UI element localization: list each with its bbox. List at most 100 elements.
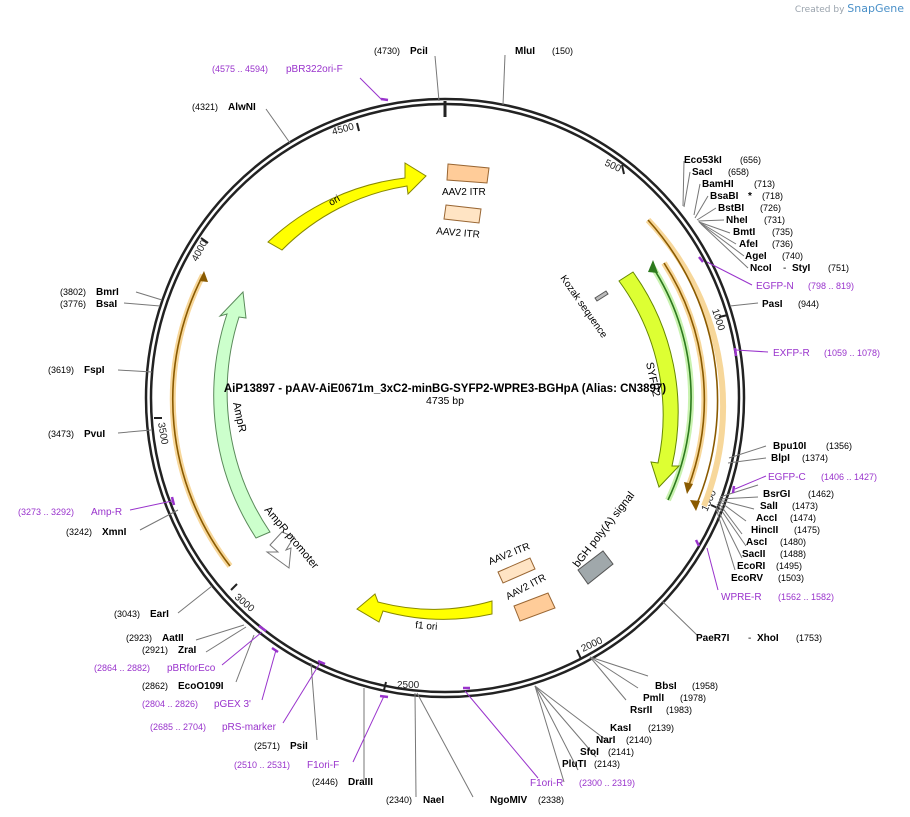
feature-arc-mid-right [663,262,706,489]
site-label: XhoI [757,633,779,644]
site-label: BbsI [655,681,677,692]
site-position: (2446) [312,777,338,787]
site-label: BsrGI [763,489,790,500]
site-position: (944) [798,299,819,309]
site-label: BsaBI [710,191,739,202]
feature-kozak [594,290,609,302]
feature-kozak-label: Kozak sequence [558,273,610,340]
primer-range: (2804 .. 2826) [142,699,198,709]
site-label: EcoRI [737,561,766,572]
site-label: PaeR7I [696,633,730,644]
site-position: (1958) [692,681,718,691]
site-label: EcoRV [731,573,763,584]
site-label: AlwNI [228,102,256,113]
primer-range: (2510 .. 2531) [234,760,290,770]
tick-label: 4500 [331,121,356,137]
primer-range: (2300 .. 2319) [579,778,635,788]
site-label: AatII [162,633,184,644]
feature-aav2-itr-2-label: AAV2 ITR [436,226,481,241]
site-position: (736) [772,239,793,249]
feature-arc-outer-right-head [690,500,700,511]
site-position: (1983) [666,705,692,715]
primer-label: EGFP-N [756,281,794,292]
site-position: (656) [740,155,761,165]
primer-range: (1562 .. 1582) [778,592,834,602]
feature-syfp2 [618,271,681,488]
site-position: (1978) [680,693,706,703]
feature-ori [267,162,427,251]
site-position: (1503) [778,573,804,583]
site-position: (4321) [192,102,218,112]
tick-label: 2500 [397,680,420,691]
site-position: (1495) [776,561,802,571]
tick-label: 3500 [155,422,170,446]
primer-label: WPRE-R [721,592,762,603]
feature-aav2-itr-2 [443,204,482,224]
feature-arc-left [171,274,231,567]
site-position: (4730) [374,46,400,56]
site-label: AgeI [745,251,767,262]
site-label: AccI [756,513,777,524]
primer-label: EGFP-C [768,472,806,483]
feature-ampr [213,290,271,539]
site-position: (2921) [142,645,168,655]
backbone-outer [144,97,746,699]
primer-range: (3273 .. 3292) [18,507,74,517]
primer-label: EXFP-R [773,348,810,359]
site-label: BstBI [718,203,744,214]
feature-arc-outer-right-glow [645,217,727,508]
site-position: (3043) [114,609,140,619]
site-label: SalI [760,501,778,512]
feature-ampr-promoter [265,531,295,569]
site-label: PciI [410,46,428,57]
site-label: BmrI [96,287,119,298]
primer-leaders [129,77,769,779]
primer-label: pBR322ori-F [286,64,343,75]
site-position: (2571) [254,741,280,751]
site-label: PmlI [643,693,664,704]
plasmid-title: AiP13897 - pAAV-AiE0671m_3xC2-minBG-SYFP… [224,383,666,395]
site-position: (2923) [126,633,152,643]
site-position: (2141) [608,747,634,757]
site-label: NgoMIV [490,795,528,806]
site-position: (1473) [792,501,818,511]
site-label: BlpI [771,453,790,464]
snapgene-logo: SnapGene [847,2,904,15]
feature-arc-green [651,265,692,501]
site-position: (731) [764,215,785,225]
site-position: (2143) [594,759,620,769]
site-position: (2139) [648,723,674,733]
credit-prefix: Created by [794,5,845,15]
site-position: (1475) [794,525,820,535]
tick-group [154,122,729,691]
site-position: (1374) [802,453,828,463]
site-label: FspI [84,365,105,376]
primer-label: pBRforEco [167,663,216,674]
site-position: (150) [552,46,573,56]
primer-label: pGEX 3' [214,699,251,710]
site-position: (658) [728,167,749,177]
site-position: (1474) [790,513,816,523]
primer-range: (4575 .. 4594) [212,64,268,74]
site-label: KasI [610,723,631,734]
site-position: (2340) [386,795,412,805]
site-label: PasI [762,299,783,310]
site-position: (726) [760,203,781,213]
site-label: Eco53kI [684,155,722,166]
site-position: (1488) [780,549,806,559]
feature-bgh-polya [577,550,614,585]
site-label: Bpu10I [773,441,807,452]
feature-aav2-itr-1-label: AAV2 ITR [442,187,486,198]
primer-label: Amp-R [91,507,122,518]
site-label: BsaI [96,299,117,310]
site-leaders [117,54,767,798]
primer-label: F1ori-F [307,760,339,771]
primer-range: (798 .. 819) [808,281,854,291]
site-label: PsiI [290,741,308,752]
primer-range: (1059 .. 1078) [824,348,880,358]
site-position: (740) [782,251,803,261]
primer-label: F1ori-R [530,778,563,789]
site-label: StyI [792,263,811,274]
site-position: (1480) [780,537,806,547]
site-position: (3473) [48,429,74,439]
